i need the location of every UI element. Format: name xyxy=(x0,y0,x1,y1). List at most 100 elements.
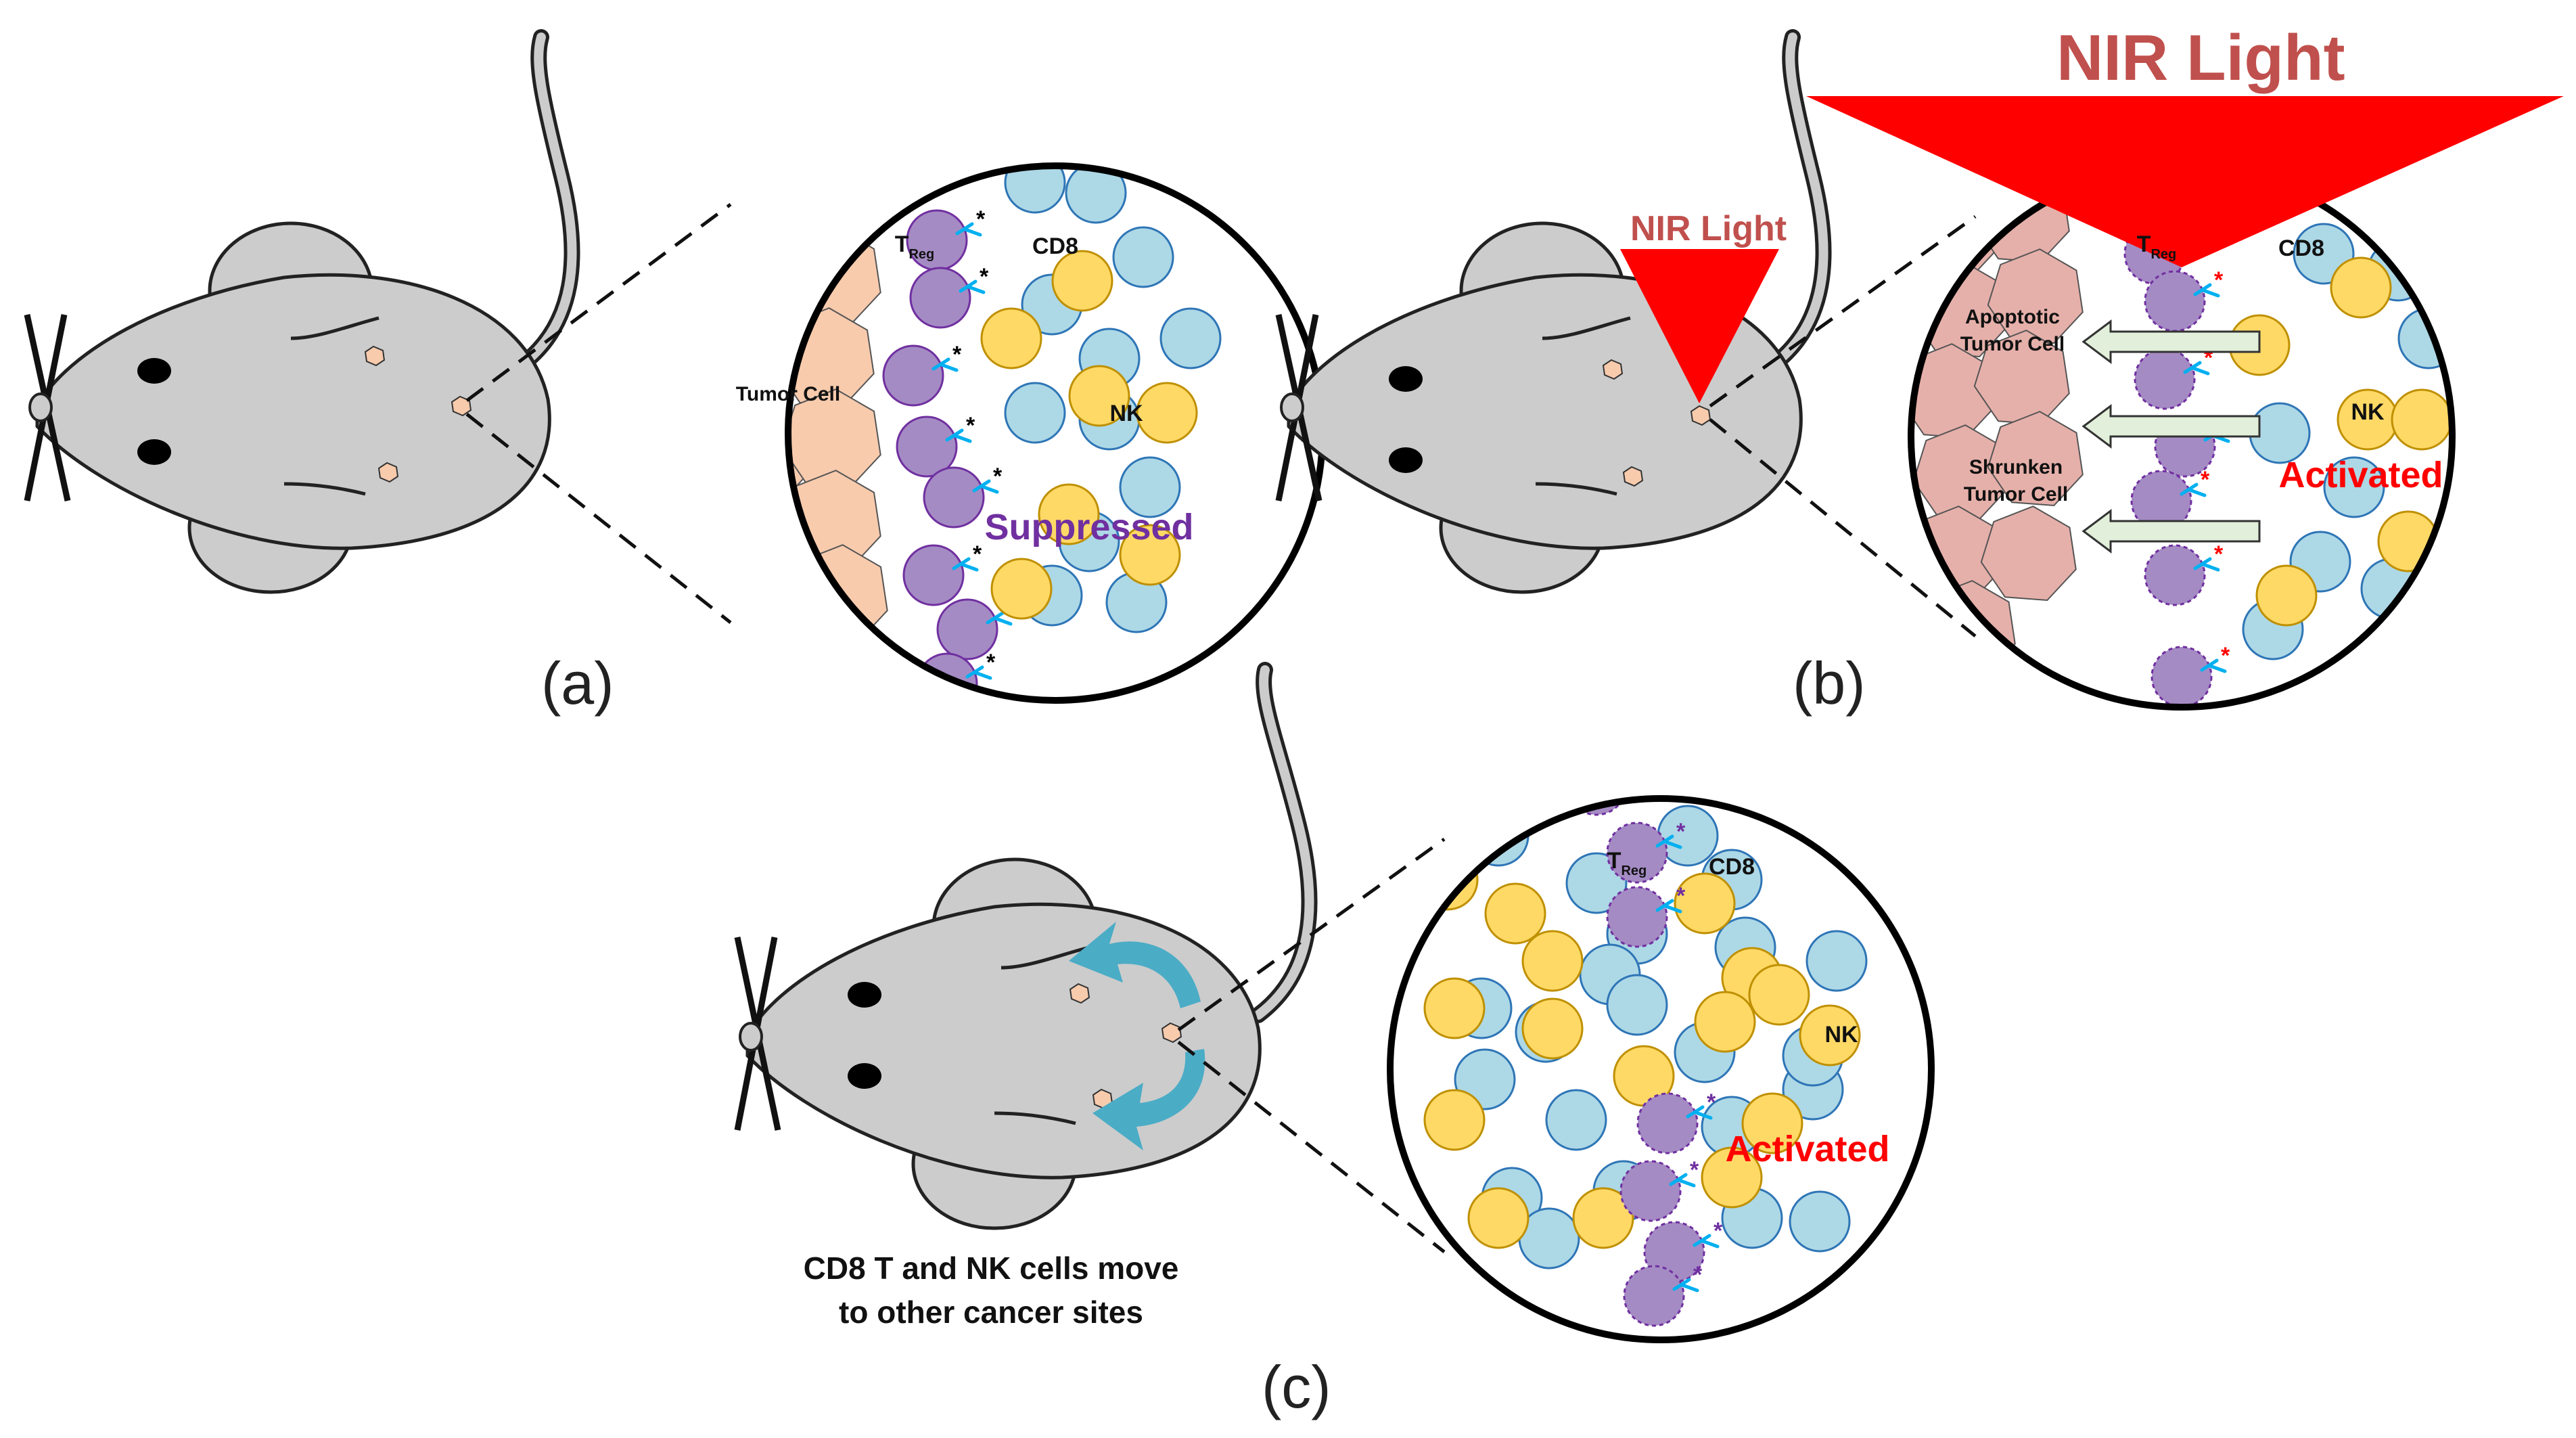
antibody-icon: * xyxy=(1693,1218,1723,1249)
zoom-line-c-top xyxy=(1177,837,1446,1032)
nk-cell xyxy=(1741,1092,1803,1154)
panel-b: NIR Light ******** NIR Light (b) xyxy=(1275,22,2564,717)
cd8-cell xyxy=(1806,930,1868,992)
star-icon: * xyxy=(966,413,975,439)
nk-label: NK xyxy=(2351,399,2385,425)
antibody-icon: * xyxy=(1672,1262,1703,1293)
panel-c-label: (c) xyxy=(1262,1353,1331,1420)
mouse-a-body xyxy=(35,273,551,550)
cd8-cell xyxy=(2397,307,2452,369)
treg-cell xyxy=(1619,1160,1682,1222)
antibody-icon: * xyxy=(2193,541,2224,572)
antibody-icon: * xyxy=(932,342,962,372)
dead-tumor-cell xyxy=(1987,411,2084,507)
nk-cell xyxy=(1521,930,1584,992)
treg-cell xyxy=(923,466,985,529)
state-label-suppressed: Suppressed xyxy=(984,507,1193,547)
mouse-a-eye-bottom xyxy=(137,439,171,465)
antibody-icon: * xyxy=(1669,1157,1699,1188)
mouse-a-tumor-2 xyxy=(451,395,472,417)
panel-c: ******* CD8 T and NK cells move to other… xyxy=(734,662,1935,1420)
nir-beam-small xyxy=(1620,249,1779,403)
mouse-a-nose xyxy=(28,392,53,422)
cd8-cell xyxy=(1004,382,1066,444)
star-icon: * xyxy=(1693,1262,1703,1288)
nk-cell xyxy=(1467,1187,1530,1249)
treg-cell xyxy=(1606,886,1668,948)
star-icon: * xyxy=(1707,1089,1716,1115)
nk-cell xyxy=(980,307,1042,369)
treg-cell xyxy=(2150,646,2213,707)
dead-tumor-cell xyxy=(1980,505,2077,602)
antibody-icon: * xyxy=(965,650,996,680)
zoom-circle-a: ********* xyxy=(785,129,1326,704)
star-icon: * xyxy=(973,541,982,567)
release-arrow-icon xyxy=(2082,404,2261,449)
antibody-icon: * xyxy=(1686,1089,1716,1120)
treg-cell xyxy=(902,544,965,606)
cd8-cell xyxy=(1606,974,1668,1036)
mouse-c xyxy=(734,662,1318,1230)
star-icon: * xyxy=(2214,267,2224,293)
mouse-a xyxy=(24,29,580,594)
antibody-icon: * xyxy=(955,206,986,237)
antibody-icon: * xyxy=(1617,751,1645,780)
treg-cell xyxy=(1623,1265,1685,1327)
star-icon: * xyxy=(952,342,962,367)
nk-cell xyxy=(1038,483,1100,545)
antibody-icon: * xyxy=(945,413,975,443)
star-icon: * xyxy=(1676,883,1686,909)
cd8-cell xyxy=(1112,226,1174,288)
tumor-cell-label: Tumor Cell xyxy=(736,383,840,405)
treg-cell xyxy=(2134,348,2196,410)
treg-cell xyxy=(936,598,998,660)
nk-cell xyxy=(1068,365,1130,427)
treg-cell xyxy=(2144,544,2206,606)
antibody-icon: * xyxy=(930,129,959,157)
treg-cell xyxy=(882,344,944,407)
cd8-label: CD8 xyxy=(2278,235,2324,261)
nk-cell xyxy=(1119,524,1181,586)
zoom-circle-c: * * * * * * * xyxy=(1387,751,1935,1343)
treg-cell xyxy=(2144,270,2206,332)
treg-cell xyxy=(896,415,958,478)
nk-cell xyxy=(1484,882,1546,945)
antibody-icon: * xyxy=(952,541,982,572)
nir-label-small: NIR Light xyxy=(1630,209,1787,248)
tumor-cell xyxy=(788,483,807,583)
mouse-b xyxy=(1275,29,1832,594)
star-icon: * xyxy=(980,264,989,290)
mouse-a-tumor-3 xyxy=(377,462,399,483)
antibody-icon: * xyxy=(1655,819,1686,849)
state-label-activated: Activated xyxy=(1725,1129,1889,1169)
nir-label-big: NIR Light xyxy=(2056,22,2345,94)
zoom-line-a-top xyxy=(465,202,732,403)
apoptotic-label-2: Tumor Cell xyxy=(1960,333,2065,355)
cd8-cell xyxy=(1119,456,1181,518)
cd8-cell xyxy=(1789,1190,1851,1253)
star-icon: * xyxy=(2214,541,2224,567)
nk-cell xyxy=(1701,1146,1763,1209)
star-icon: * xyxy=(993,464,1003,489)
cd8-label: CD8 xyxy=(1709,854,1755,880)
star-icon: * xyxy=(949,129,959,154)
cd8-label: CD8 xyxy=(1032,233,1078,259)
antibody-icon: * xyxy=(972,464,1003,494)
zoom-line-a-bottom xyxy=(465,413,732,624)
mouse-c-body xyxy=(745,902,1262,1179)
nk-cell xyxy=(1748,964,1810,1026)
state-label-activated: Activated xyxy=(2278,455,2443,495)
treg-cell xyxy=(1606,822,1668,884)
nk-cell xyxy=(1051,250,1113,312)
cd8-cell xyxy=(1065,166,1127,224)
star-icon: * xyxy=(976,206,986,232)
nk-cell xyxy=(1674,872,1736,935)
nk-cell xyxy=(1694,991,1756,1053)
antibody-icon: * xyxy=(959,264,989,294)
star-icon: * xyxy=(2201,467,2210,493)
nk-cell xyxy=(1521,997,1584,1060)
zoom-line-c-bottom xyxy=(1177,1041,1446,1253)
nk-cell xyxy=(990,558,1053,620)
caption-line-2: to other cancer sites xyxy=(839,1295,1143,1330)
